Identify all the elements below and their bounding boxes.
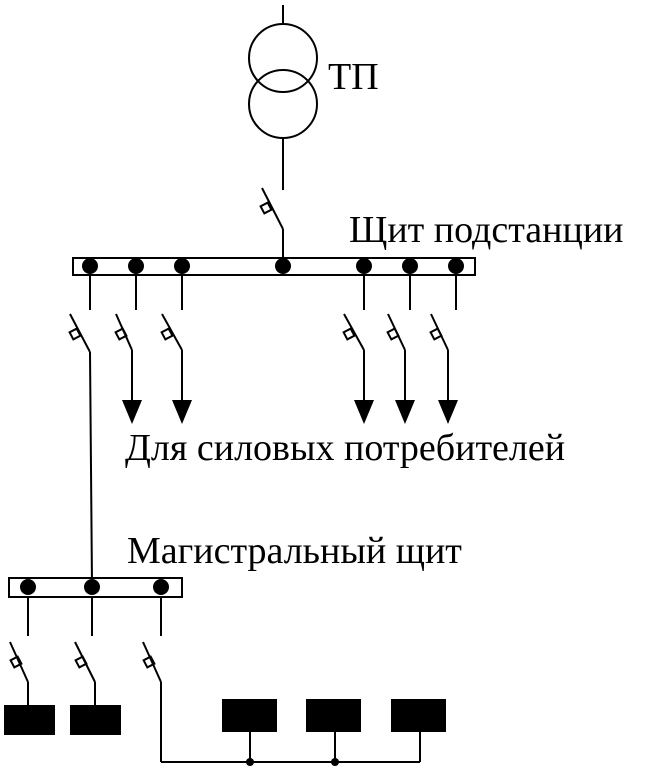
consumer-feeder	[386, 275, 415, 424]
load-block	[391, 699, 446, 732]
main-panel-branch	[4, 597, 55, 735]
consumer-feeder	[160, 275, 192, 424]
transformer-label: ТП	[328, 56, 379, 98]
load-block	[222, 699, 277, 732]
substation-panel-label: Щит подстанции	[349, 209, 624, 251]
main-panel-label: Магистральный щит	[127, 530, 462, 572]
consumer-feeder	[114, 275, 142, 424]
feeder-to-main-panel	[68, 275, 93, 586]
loop-load	[391, 699, 446, 762]
load-block	[4, 705, 55, 735]
loop-load	[306, 699, 361, 766]
main-panel-branch	[142, 597, 420, 763]
consumer-feeder	[342, 275, 374, 424]
main-bus-nodes	[20, 579, 169, 595]
loop-load	[222, 699, 277, 766]
main-breaker	[259, 187, 284, 266]
load-block	[306, 699, 361, 732]
load-block	[70, 705, 121, 735]
consumer-feeder	[429, 275, 458, 424]
power-consumers-label: Для силовых потребителей	[125, 427, 565, 469]
transformer-symbol	[248, 5, 318, 190]
main-panel-branch	[70, 597, 121, 735]
substation-bus-nodes	[82, 258, 464, 274]
substation-busbar	[72, 257, 476, 276]
